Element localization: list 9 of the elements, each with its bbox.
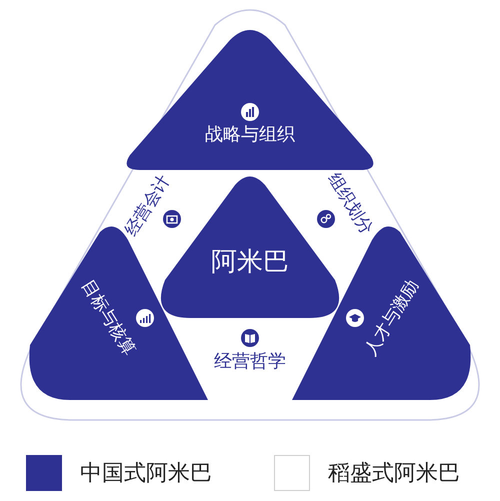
legend-label: 中国式阿米巴 [80, 460, 212, 488]
legend-label: 稻盛式阿米巴 [328, 460, 460, 488]
segment-label: 阿米巴 [211, 249, 289, 275]
segment-label: 经营哲学 [214, 353, 286, 371]
segment-label: 组织划分 [324, 170, 376, 238]
segment-label: 目标与核算 [78, 277, 138, 359]
segment-label: 经营会计 [122, 172, 174, 240]
segment-label: 人才与激励 [362, 277, 422, 359]
segment-label: 战略与组织 [205, 126, 295, 144]
